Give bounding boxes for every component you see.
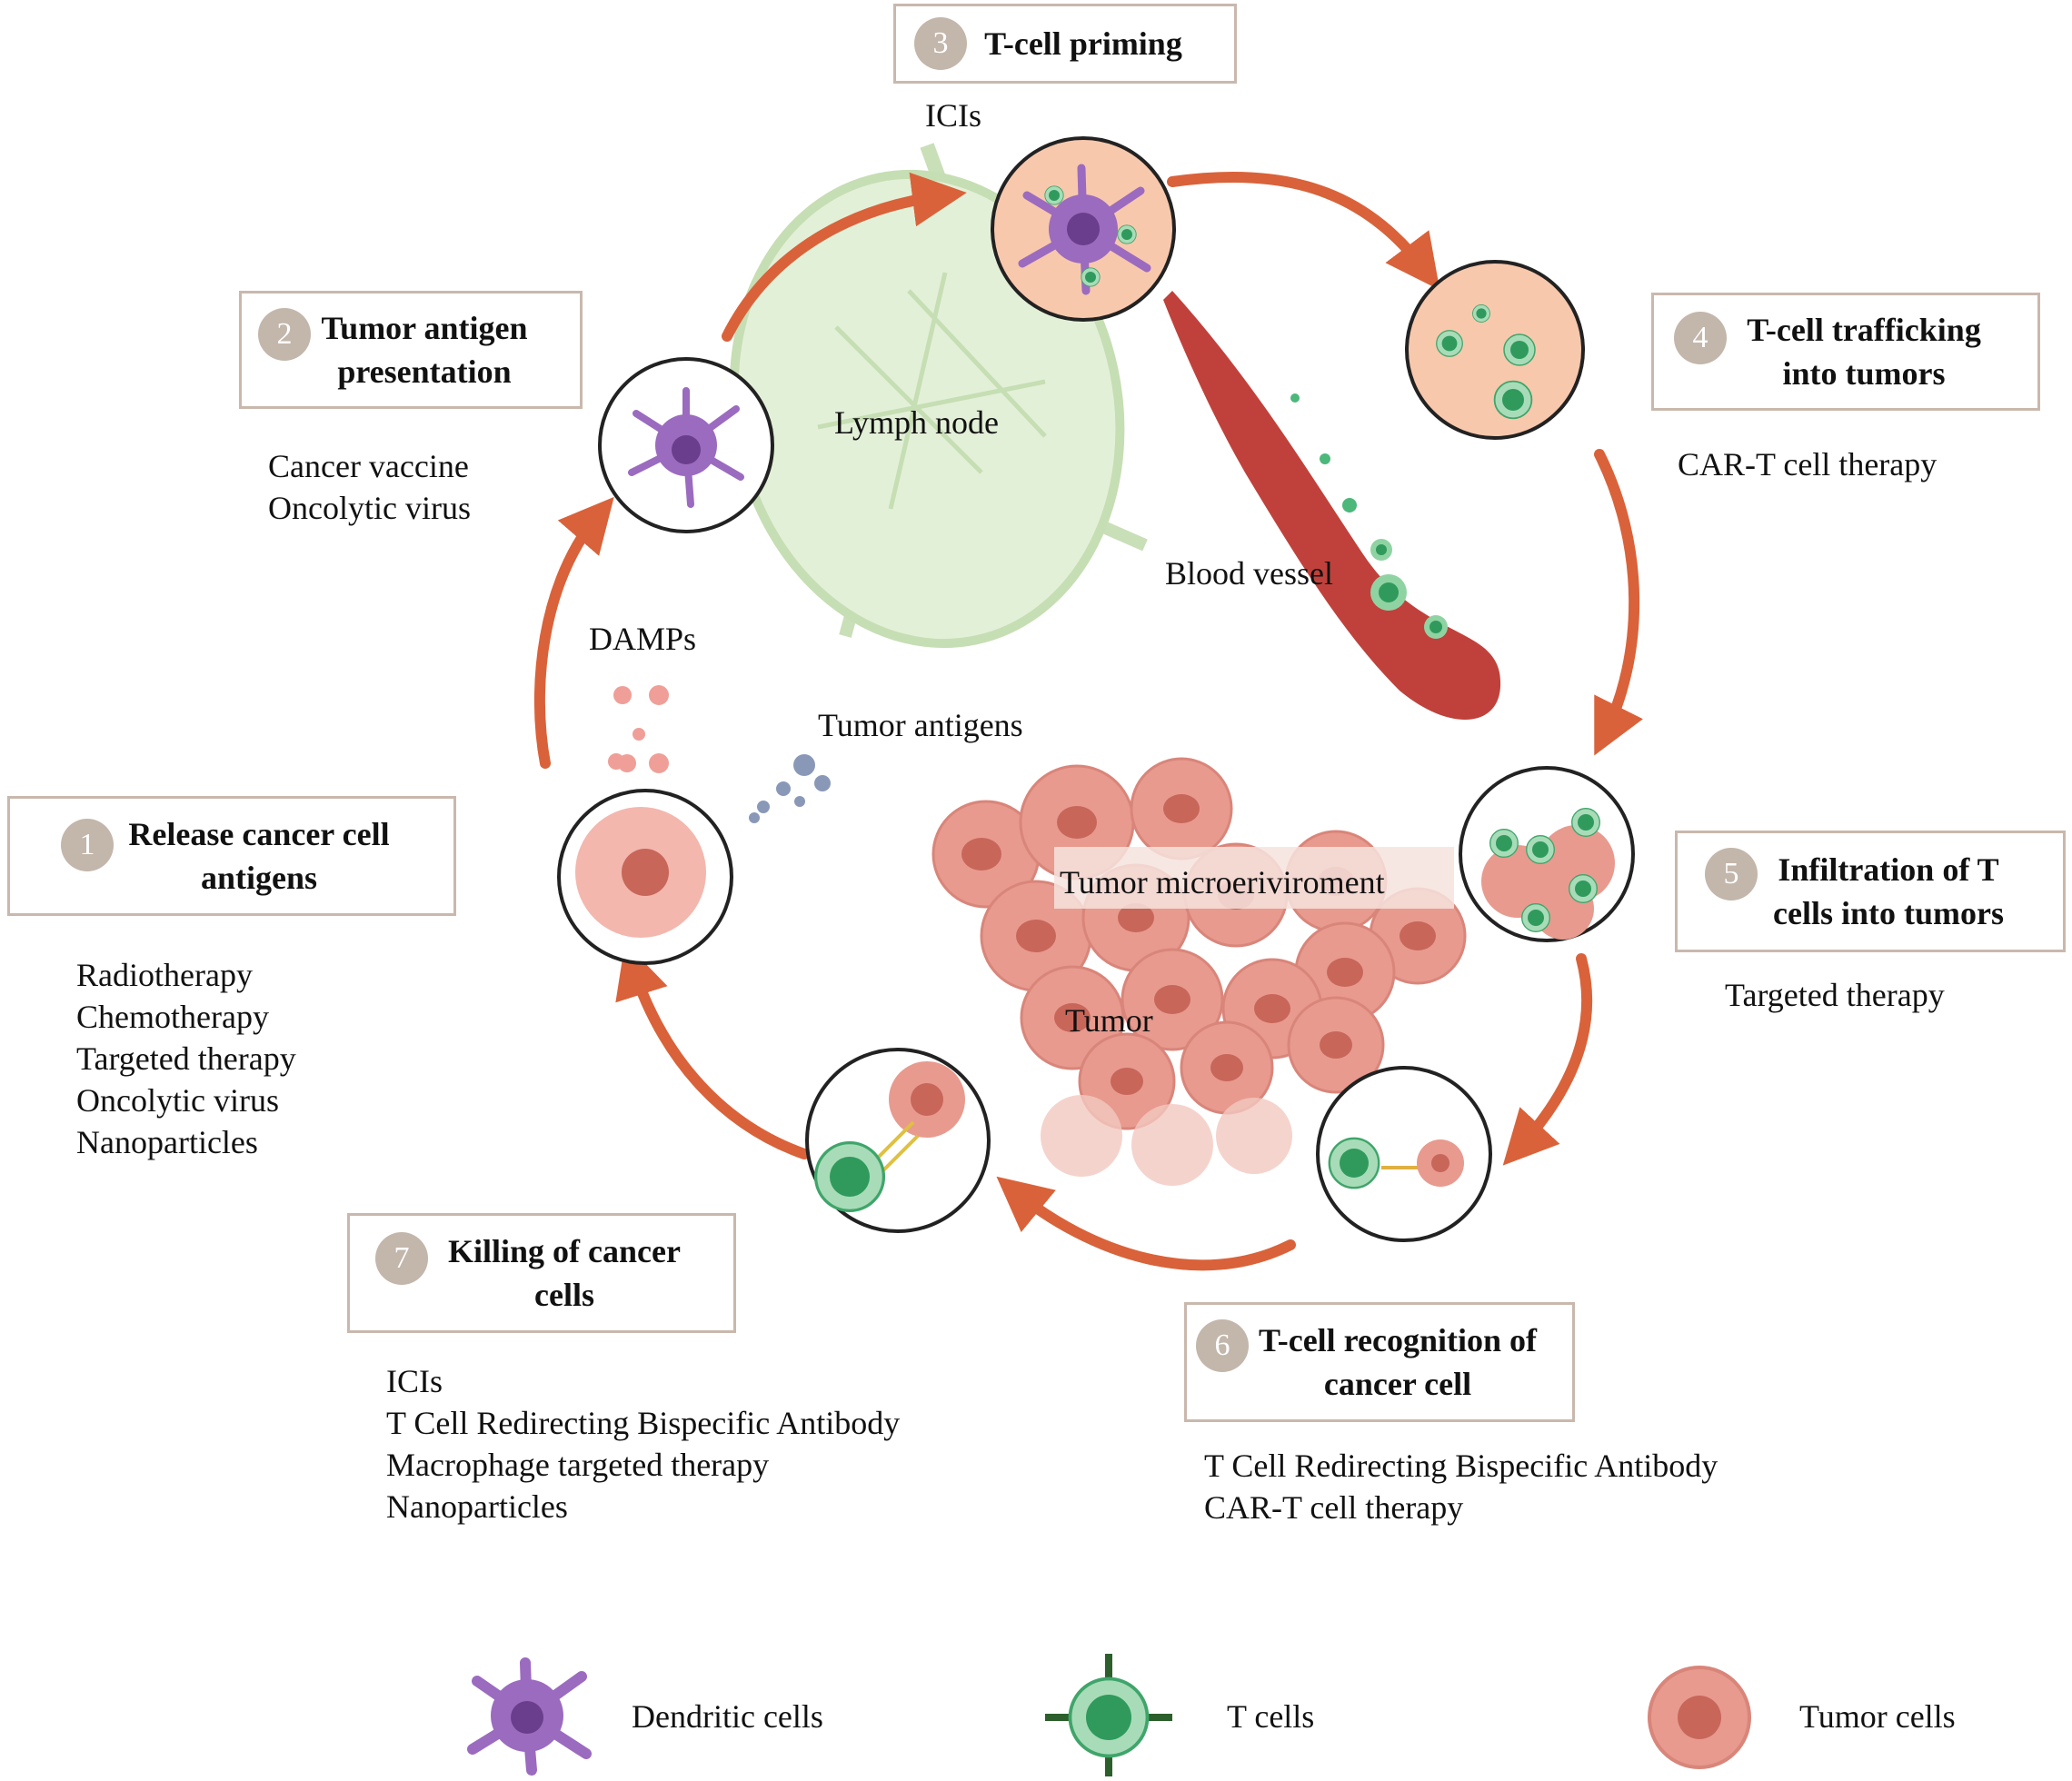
circle-recognition: [1316, 1066, 1492, 1242]
therapy-item: T Cell Redirecting Bispecific Antibody: [386, 1405, 901, 1441]
step-7-therapies: ICIs T Cell Redirecting Bispecific Antib…: [386, 1360, 900, 1527]
step-6-therapies: T Cell Redirecting Bispecific Antibody C…: [1204, 1445, 1718, 1528]
step-6-badge: 6: [1196, 1319, 1249, 1372]
circle-killing: [805, 1048, 991, 1233]
therapy-item: T Cell Redirecting Bispecific Antibody: [1204, 1448, 1718, 1484]
circle-release-antigens: [557, 789, 733, 965]
step-1-box: 1 Release cancer cell antigens: [7, 796, 456, 916]
therapy-item: CAR-T cell therapy: [1678, 446, 1938, 483]
step-4-badge: 4: [1674, 312, 1727, 364]
tumor-microenvironment-label: Tumor microeriviroment: [1060, 864, 1385, 900]
therapy-item: Targeted therapy: [76, 1040, 296, 1077]
therapy-item: Targeted therapy: [1725, 977, 1945, 1013]
tumor-antigens-label: Tumor antigens: [818, 707, 1023, 743]
blood-vessel-illustration: [1163, 291, 1501, 721]
therapy-item: Cancer vaccine: [268, 448, 469, 484]
step-5-box: 5 Infiltration of T cells into tumors: [1675, 831, 2066, 952]
step-1-therapies: Radiotherapy Chemotherapy Targeted thera…: [76, 954, 296, 1163]
therapy-item: Nanoparticles: [386, 1488, 568, 1525]
therapy-item: Oncolytic virus: [76, 1082, 279, 1119]
therapy-item: ICIs: [386, 1363, 443, 1399]
therapy-item: Macrophage targeted therapy: [386, 1447, 770, 1483]
circle-infiltration: [1459, 766, 1635, 942]
step-3-box: 3 T-cell priming: [893, 4, 1237, 84]
therapy-item: Nanoparticles: [76, 1124, 258, 1160]
step-3-title: T-cell priming: [984, 25, 1182, 62]
step-4-box: 4 T-cell trafficking into tumors: [1651, 293, 2040, 411]
step-7-box: 7 Killing of cancer cells: [347, 1213, 736, 1333]
step-6-box: 6 T-cell recognition of cancer cell: [1184, 1302, 1575, 1422]
step-3-therapies: ICIs: [925, 95, 981, 136]
step-1-title: Release cancer cell antigens: [128, 816, 390, 896]
step-5-therapies: Targeted therapy: [1725, 974, 1945, 1016]
cycle-arrows: [533, 171, 1643, 1271]
lymph-node-label: Lymph node: [834, 404, 999, 441]
legend-dendritic-label: Dendritic cells: [632, 1698, 823, 1735]
damps-label: DAMPs: [589, 621, 697, 657]
step-5-title: Infiltration of T cells into tumors: [1773, 851, 2004, 931]
t-cell-icon: [1045, 1654, 1172, 1776]
step-4-title: T-cell trafficking into tumors: [1747, 312, 1981, 392]
therapy-item: CAR-T cell therapy: [1204, 1489, 1464, 1526]
tumor-label: Tumor: [1065, 1002, 1153, 1039]
legend-tumor-label: Tumor cells: [1799, 1698, 1956, 1735]
step-7-title: Killing of cancer cells: [448, 1233, 681, 1313]
step-3-badge: 3: [914, 17, 967, 70]
damps-particles: [608, 685, 669, 773]
tumor-cell-icon: [1648, 1666, 1751, 1769]
circle-antigen-presentation: [598, 357, 774, 533]
blood-vessel-label: Blood vessel: [1165, 555, 1333, 592]
dendritic-cell-icon: [467, 1657, 592, 1776]
legend-tcell-label: T cells: [1227, 1698, 1315, 1735]
step-2-badge: 2: [258, 308, 311, 361]
step-2-box: 2 Tumor antigen presentation: [239, 291, 583, 409]
step-1-badge: 1: [61, 819, 114, 871]
step-4-therapies: CAR-T cell therapy: [1678, 443, 1937, 485]
step-7-badge: 7: [375, 1232, 428, 1285]
therapy-item: Radiotherapy: [76, 957, 253, 993]
tumor-mass-illustration: [931, 757, 1467, 1186]
circle-t-cell-trafficking: [1405, 260, 1585, 440]
circle-t-cell-priming: [991, 136, 1176, 322]
tumor-antigens-particles: [749, 754, 831, 823]
step-6-title: T-cell recognition of cancer cell: [1259, 1322, 1537, 1402]
therapy-item: Chemotherapy: [76, 999, 269, 1035]
therapy-item: ICIs: [925, 97, 981, 134]
step-2-therapies: Cancer vaccine Oncolytic virus: [268, 445, 471, 529]
therapy-item: Oncolytic virus: [268, 490, 471, 526]
step-2-title: Tumor antigen presentation: [321, 310, 528, 390]
step-5-badge: 5: [1705, 848, 1758, 900]
